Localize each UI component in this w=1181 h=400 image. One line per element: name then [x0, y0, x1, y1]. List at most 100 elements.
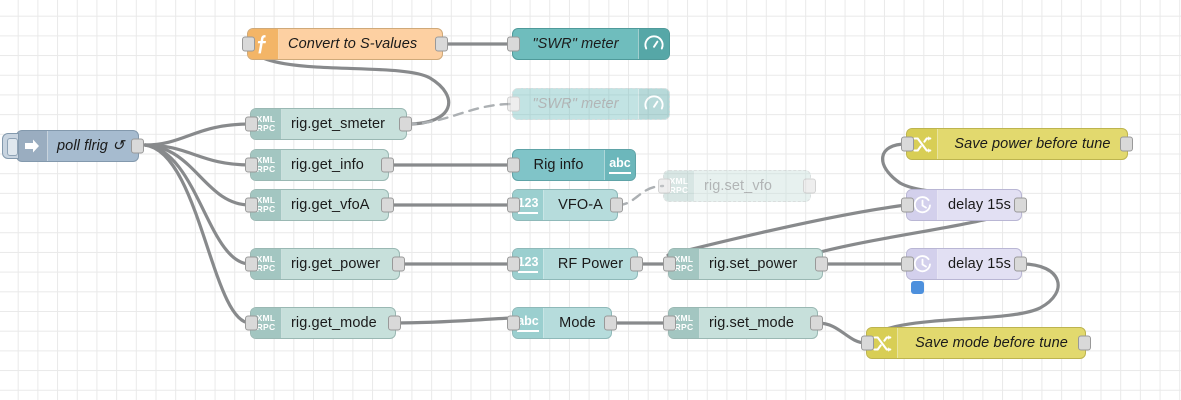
input-port[interactable]: [507, 157, 520, 173]
input-port[interactable]: [507, 256, 520, 272]
input-port[interactable]: [507, 197, 520, 213]
inject-trigger-button[interactable]: [2, 133, 19, 159]
node-label: Save power before tune: [954, 136, 1111, 152]
delay-node-15s-upper[interactable]: delay 15s: [901, 189, 1027, 221]
output-port[interactable]: [604, 315, 617, 331]
output-port[interactable]: [815, 256, 828, 272]
input-port[interactable]: [507, 96, 520, 112]
wire-poll-to-get-vfoa[interactable]: [143, 143, 252, 207]
xml-rpc-icon-line1: XML: [256, 313, 276, 324]
input-port[interactable]: [242, 36, 255, 52]
wire-poll-to-get-power[interactable]: [143, 143, 252, 266]
xml-rpc-icon-line1: XML: [674, 313, 694, 324]
input-port[interactable]: [245, 315, 258, 331]
node-label: rig.get_mode: [291, 315, 377, 331]
input-port[interactable]: [658, 178, 671, 194]
input-port[interactable]: [901, 136, 914, 152]
output-port[interactable]: [131, 138, 144, 154]
wire-poll-to-get-info[interactable]: [143, 143, 252, 167]
output-port[interactable]: [381, 157, 394, 173]
xml-rpc-icon-line1: XML: [669, 176, 689, 187]
input-port[interactable]: [245, 116, 258, 132]
node-label: Save mode before tune: [915, 335, 1068, 351]
gauge-node-swr-meter[interactable]: "SWR" meter: [507, 28, 670, 60]
output-port[interactable]: [630, 256, 643, 272]
input-port[interactable]: [245, 157, 258, 173]
gauge-icon: [638, 29, 669, 59]
clock-icon: [907, 190, 938, 220]
output-port[interactable]: [1014, 197, 1027, 213]
wire-poll-to-get-mode[interactable]: [143, 143, 252, 325]
function-node-convert-to-s-values[interactable]: Convert to S-values: [242, 28, 448, 60]
input-port[interactable]: [901, 197, 914, 213]
xml-rpc-icon-line2: RPC: [674, 263, 694, 273]
output-port[interactable]: [610, 197, 623, 213]
input-port[interactable]: [507, 36, 520, 52]
node-label: RF Power: [557, 256, 624, 272]
node-label: rig.set_mode: [709, 315, 795, 331]
xml-rpc-icon-line1: XML: [256, 254, 276, 265]
xml-rpc-icon-line2: RPC: [674, 322, 694, 332]
input-port[interactable]: [861, 335, 874, 351]
node-label: poll flrig ↺: [57, 138, 125, 154]
input-port[interactable]: [507, 315, 520, 331]
xml-rpc-icon-line1: XML: [256, 195, 276, 206]
gauge-node-swr-meter-disabled[interactable]: "SWR" meter: [507, 88, 670, 120]
input-port[interactable]: [663, 315, 676, 331]
output-port[interactable]: [810, 315, 823, 331]
input-port[interactable]: [245, 197, 258, 213]
wire-poll-to-get-smeter[interactable]: [143, 122, 252, 147]
node-label: delay 15s: [948, 197, 1011, 213]
input-port[interactable]: [245, 256, 258, 272]
node-label: "SWR" meter: [532, 96, 619, 112]
wire-get-mode-to-mode[interactable]: [394, 316, 514, 325]
output-port[interactable]: [381, 197, 394, 213]
input-port[interactable]: [901, 256, 914, 272]
output-port[interactable]: [399, 116, 412, 132]
xml-rpc-icon-line1: XML: [256, 114, 276, 125]
node-label: rig.get_info: [291, 157, 364, 173]
output-port[interactable]: [803, 178, 816, 194]
delay-node-15s-lower[interactable]: delay 15s: [901, 248, 1027, 280]
output-port[interactable]: [1014, 256, 1027, 272]
abc-icon: abc: [604, 150, 635, 180]
inject-node-poll-flrig[interactable]: poll flrig ↺: [2, 130, 144, 162]
node-label: rig.get_vfoA: [291, 197, 370, 213]
node-label: delay 15s: [948, 256, 1011, 272]
output-port[interactable]: [392, 256, 405, 272]
wire-vfo-a-to-set-vfo[interactable]: [616, 184, 665, 207]
node-label: "SWR" meter: [532, 36, 619, 52]
xml-rpc-icon-line2: RPC: [256, 263, 276, 273]
output-port[interactable]: [1120, 136, 1133, 152]
input-port[interactable]: [663, 256, 676, 272]
xml-rpc-icon-line2: RPC: [256, 123, 276, 133]
xml-rpc-icon-line2: RPC: [669, 185, 689, 195]
change-node-save-power-before-tune[interactable]: Save power before tune: [901, 128, 1133, 160]
wire-smeter-to-swr-disabled[interactable]: [405, 102, 514, 126]
change-node-save-mode-before-tune[interactable]: Save mode before tune: [861, 327, 1091, 359]
node-label: Convert to S-values: [288, 36, 418, 52]
node-label: Mode: [559, 315, 596, 331]
gauge-icon: [638, 89, 669, 119]
arrow-right-icon: [17, 131, 48, 161]
xml-rpc-icon-line2: RPC: [256, 204, 276, 214]
status-indicator: [911, 281, 924, 294]
wire-set-mode-to-save-mode[interactable]: [816, 321, 868, 345]
output-port[interactable]: [388, 315, 401, 331]
output-port[interactable]: [435, 36, 448, 52]
output-port[interactable]: [1078, 335, 1091, 351]
